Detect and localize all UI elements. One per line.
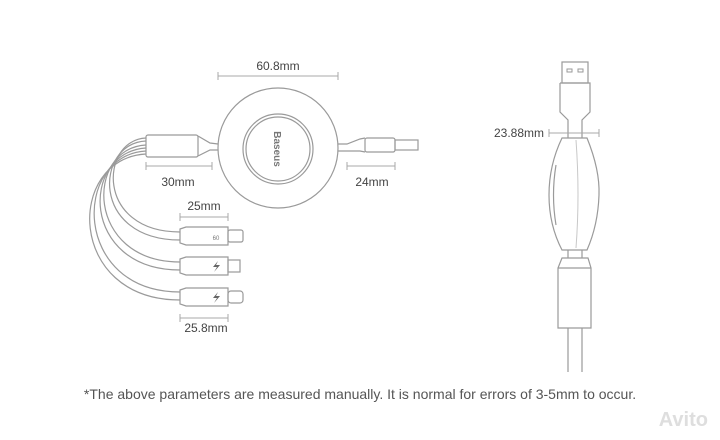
dim-reel-diameter: 60.8mm xyxy=(256,59,299,73)
connector-micro-usb xyxy=(179,287,244,307)
baseus-logo: Baseus xyxy=(271,131,282,167)
dim-splitter-length: 30mm xyxy=(161,175,194,189)
connector-usb-c: 60 xyxy=(179,226,244,246)
connector-lightning xyxy=(179,256,241,276)
measurement-note: *The above parameters are measured manua… xyxy=(83,386,637,402)
dim-connector-top: 25mm xyxy=(187,199,220,213)
svg-text:60: 60 xyxy=(213,236,220,242)
dim-connector-bottom: 25.8mm xyxy=(184,321,227,335)
reel-top-view: Baseus xyxy=(217,87,339,209)
lightning-icon xyxy=(213,292,220,303)
reel-side-view xyxy=(548,61,600,372)
dim-usb-length: 24mm xyxy=(355,175,388,189)
avito-watermark: Avito xyxy=(658,409,708,431)
lightning-icon xyxy=(213,261,220,272)
dim-reel-thickness: 23.88mm xyxy=(494,126,544,140)
usb-a-plug xyxy=(338,137,419,153)
splitter xyxy=(89,134,219,301)
